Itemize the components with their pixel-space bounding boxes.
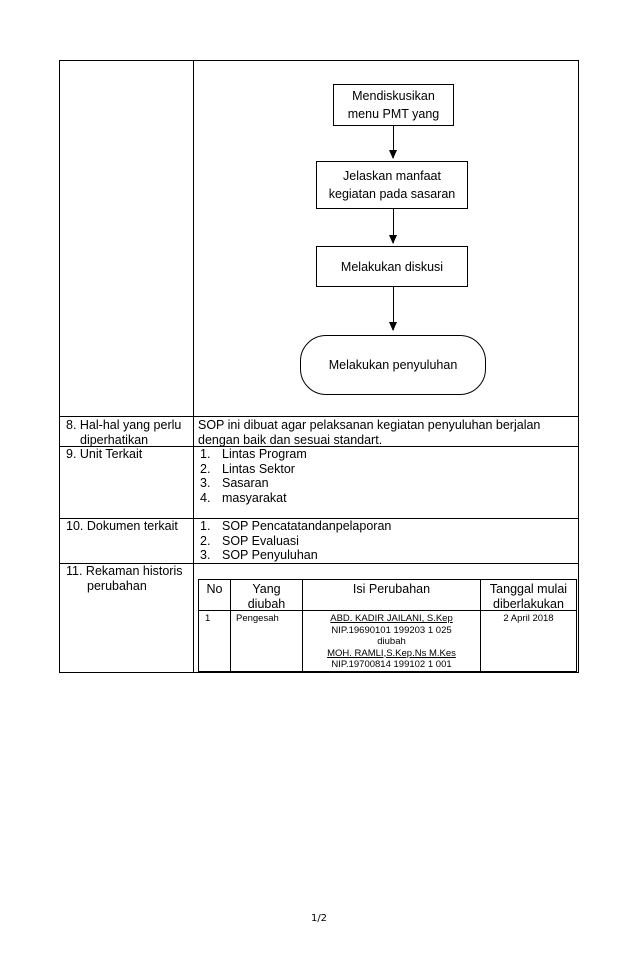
hal-text-line: SOP ini dibuat agar pelaksanan kegiatan … bbox=[198, 418, 541, 432]
revision-table-col bbox=[302, 579, 303, 672]
flow-step-line: Melakukan penyuluhan bbox=[328, 358, 458, 372]
header-line: diubah bbox=[247, 597, 286, 611]
table-divider-hal bbox=[59, 446, 579, 447]
isi-line-name: ABD. KADIR JAILANI, S.Kep bbox=[330, 613, 453, 624]
list-number: 3. bbox=[200, 476, 211, 490]
hal-label-line: 8. Hal-hal yang perlu bbox=[66, 418, 182, 432]
revision-cell-no: 1 bbox=[205, 613, 211, 624]
revision-table-header-divider bbox=[198, 610, 577, 611]
unit-label: 9. Unit Terkait bbox=[66, 447, 143, 461]
header-line: diberlakukan bbox=[493, 597, 564, 611]
isi-line-nip: NIP.19700814 199102 1 001 bbox=[331, 659, 452, 670]
revision-header-yang: Yang diubah bbox=[231, 582, 302, 612]
table-divider-dokumen bbox=[59, 563, 579, 564]
list-text: SOP Evaluasi bbox=[222, 533, 299, 548]
hal-label: 8. Hal-hal yang perlu diperhatikan bbox=[66, 418, 181, 448]
isi-line-nip: NIP.19690101 199203 1 025 bbox=[331, 624, 452, 636]
rekaman-label-line: 11. Rekaman historis bbox=[66, 564, 183, 578]
header-line: Tanggal mulai bbox=[489, 582, 568, 596]
list-number: 2. bbox=[200, 461, 211, 476]
flow-arrow bbox=[389, 209, 397, 244]
table-divider-flow bbox=[59, 416, 579, 417]
flow-step-jelaskan: Jelaskan manfaat kegiatan pada sasaran bbox=[316, 161, 468, 209]
revision-header-isi: Isi Perubahan bbox=[352, 582, 431, 596]
hal-text: SOP ini dibuat agar pelaksanan kegiatan … bbox=[198, 418, 540, 448]
flow-arrow bbox=[389, 287, 397, 331]
rekaman-label: 11. Rekaman historis perubahan bbox=[66, 564, 183, 594]
table-border-top bbox=[59, 60, 579, 61]
flow-step-diskusi: Melakukan diskusi bbox=[316, 246, 468, 287]
flow-step-line: Melakukan diskusi bbox=[340, 259, 444, 274]
table-border-bottom bbox=[59, 672, 579, 673]
flow-terminator-penyuluhan: Melakukan penyuluhan bbox=[300, 335, 486, 395]
list-text: SOP Pencatatandanpelaporan bbox=[222, 519, 392, 533]
list-number: 1. bbox=[200, 447, 211, 461]
list-number: 3. bbox=[200, 548, 211, 562]
revision-table-col bbox=[230, 579, 231, 672]
table-border-left bbox=[59, 60, 60, 673]
flow-arrow bbox=[389, 126, 397, 159]
revision-table-border bbox=[198, 579, 577, 580]
list-item: 2. SOP Evaluasi bbox=[200, 534, 391, 549]
revision-table-col bbox=[480, 579, 481, 672]
hal-label-line: diperhatikan bbox=[80, 433, 149, 447]
revision-header-no: No bbox=[206, 582, 223, 596]
table-border-right bbox=[578, 60, 579, 673]
flow-step-line: kegiatan pada sasaran bbox=[328, 187, 456, 201]
list-item: 4. masyarakat bbox=[200, 491, 307, 506]
list-text: Lintas Program bbox=[222, 447, 307, 461]
dokumen-list: 1. SOP Pencatatandanpelaporan 2. SOP Evalu… bbox=[200, 519, 391, 563]
rekaman-label-line: perubahan bbox=[87, 579, 147, 593]
table-divider-unit bbox=[59, 518, 579, 519]
list-item: 1. SOP Pencatatandanpelaporan bbox=[200, 519, 391, 534]
revision-cell-isi: ABD. KADIR JAILANI, S.Kep NIP.19690101 1… bbox=[303, 613, 480, 671]
table-column-divider bbox=[193, 60, 194, 673]
flow-step-line: Jelaskan manfaat bbox=[343, 169, 441, 183]
revision-table-border bbox=[198, 579, 199, 672]
list-number: 2. bbox=[200, 533, 211, 548]
revision-table-border bbox=[198, 671, 577, 672]
dokumen-label: 10. Dokumen terkait bbox=[66, 519, 178, 533]
list-text: Sasaran bbox=[222, 476, 269, 490]
isi-line-name: MOH. RAMLI,S.Kep.Ns M.Kes bbox=[327, 647, 456, 659]
isi-line-diubah: diubah bbox=[377, 636, 406, 647]
list-text: SOP Penyuluhan bbox=[222, 548, 318, 562]
revision-cell-tanggal: 2 April 2018 bbox=[503, 613, 554, 624]
list-item: 3. SOP Penyuluhan bbox=[200, 548, 391, 563]
revision-cell-yang: Pengesah bbox=[236, 613, 279, 624]
list-item: 1. Lintas Program bbox=[200, 447, 307, 462]
unit-list: 1. Lintas Program 2. Lintas Sektor 3. Sasar… bbox=[200, 447, 307, 505]
list-number: 1. bbox=[200, 519, 211, 533]
header-line: Yang bbox=[252, 582, 281, 596]
flow-step-mendiskusikan: Mendiskusikan menu PMT yang bbox=[333, 84, 454, 126]
list-item: 3. Sasaran bbox=[200, 476, 307, 491]
list-text: masyarakat bbox=[222, 490, 287, 505]
page-number: 1/2 bbox=[310, 913, 328, 924]
list-number: 4. bbox=[200, 490, 211, 505]
revision-header-tanggal: Tanggal mulai diberlakukan bbox=[481, 582, 576, 612]
revision-table-border bbox=[576, 579, 577, 672]
list-text: Lintas Sektor bbox=[222, 461, 295, 476]
list-item: 2. Lintas Sektor bbox=[200, 462, 307, 477]
flow-step-line: Mendiskusikan bbox=[352, 89, 435, 103]
hal-text-line: dengan baik dan sesuai standart. bbox=[198, 433, 383, 447]
flow-step-line: menu PMT yang bbox=[347, 107, 440, 121]
